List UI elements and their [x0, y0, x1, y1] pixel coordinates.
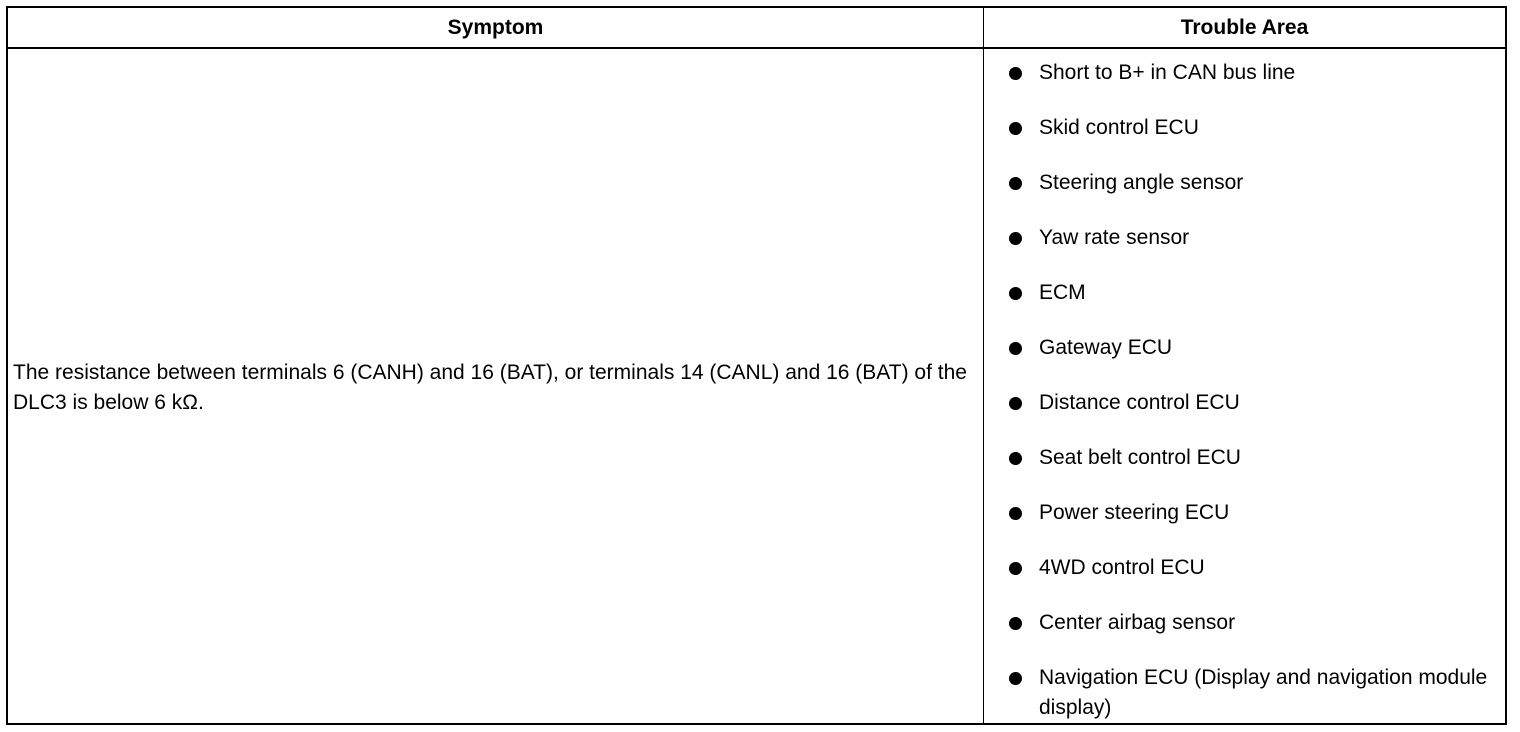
trouble-area-item: Navigation ECU (Display and navigation m…: [984, 663, 1505, 723]
column-divider: [983, 8, 984, 723]
bullet-icon: [1009, 177, 1022, 190]
bullet-icon: [1009, 452, 1022, 465]
bullet-icon: [1009, 507, 1022, 520]
trouble-area-label: 4WD control ECU: [1039, 556, 1205, 579]
trouble-area-label: Center airbag sensor: [1039, 611, 1236, 634]
bullet-icon: [1009, 397, 1022, 410]
trouble-area-label: Navigation ECU (Display and navigation m…: [1039, 666, 1488, 719]
bullet-icon: [1009, 342, 1022, 355]
trouble-area-item: Yaw rate sensor: [984, 223, 1505, 253]
trouble-area-label: Gateway ECU: [1039, 336, 1173, 359]
symptom-cell: The resistance between terminals 6 (CANH…: [8, 49, 983, 723]
trouble-area-label: Power steering ECU: [1039, 501, 1230, 524]
trouble-area-list: Short to B+ in CAN bus line Skid control…: [984, 58, 1505, 723]
bullet-icon: [1009, 562, 1022, 575]
trouble-area-label: Yaw rate sensor: [1039, 226, 1190, 249]
trouble-area-item: Power steering ECU: [984, 498, 1505, 528]
bullet-icon: [1009, 287, 1022, 300]
trouble-area-item: Seat belt control ECU: [984, 443, 1505, 473]
bullet-icon: [1009, 122, 1022, 135]
trouble-area-label: Steering angle sensor: [1039, 171, 1244, 194]
bullet-icon: [1009, 67, 1022, 80]
header-trouble-area: Trouble Area: [1180, 15, 1309, 39]
bullet-icon: [1009, 617, 1022, 630]
trouble-area-label: Short to B+ in CAN bus line: [1039, 61, 1296, 84]
trouble-area-item: Distance control ECU: [984, 388, 1505, 418]
table-header-row: Symptom Trouble Area: [8, 8, 1505, 49]
trouble-area-label: ECM: [1039, 281, 1086, 304]
bullet-icon: [1009, 232, 1022, 245]
symptom-text: The resistance between terminals 6 (CANH…: [13, 361, 967, 414]
trouble-area-item: Skid control ECU: [984, 113, 1505, 143]
trouble-area-item: 4WD control ECU: [984, 553, 1505, 583]
header-symptom: Symptom: [447, 15, 544, 39]
trouble-area-label: Seat belt control ECU: [1039, 446, 1241, 469]
trouble-area-label: Skid control ECU: [1039, 116, 1199, 139]
trouble-area-item: Gateway ECU: [984, 333, 1505, 363]
trouble-area-item: Center airbag sensor: [984, 608, 1505, 638]
trouble-area-item: ECM: [984, 278, 1505, 308]
bullet-icon: [1009, 672, 1022, 685]
trouble-area-cell: Short to B+ in CAN bus line Skid control…: [984, 49, 1505, 723]
trouble-area-item: Steering angle sensor: [984, 168, 1505, 198]
trouble-area-item: Short to B+ in CAN bus line: [984, 58, 1505, 88]
diagnostic-table: Symptom Trouble Area The resistance betw…: [6, 6, 1507, 725]
trouble-area-label: Distance control ECU: [1039, 391, 1240, 414]
